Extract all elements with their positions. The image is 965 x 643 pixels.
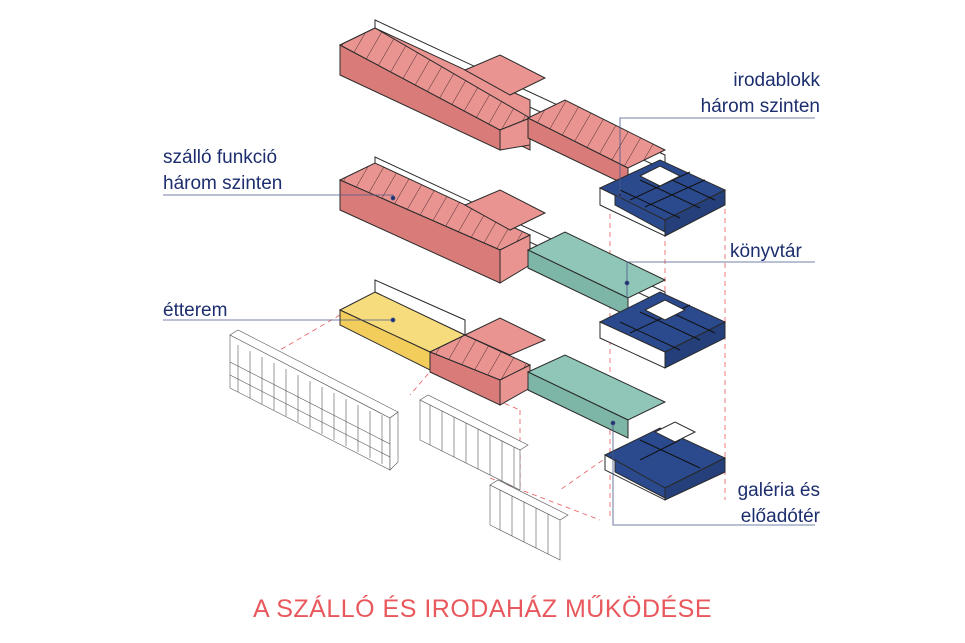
gallery-label: galéria és előadótér xyxy=(737,480,820,527)
diagram-caption: A SZÁLLÓ ÉS IRODAHÁZ MŰKÖDÉSE xyxy=(252,595,713,623)
hotel-function-label: szálló funkció három szinten xyxy=(163,147,283,194)
top-level xyxy=(338,19,727,237)
leader-lines xyxy=(163,117,815,526)
office-block-label: irodablokk három szinten xyxy=(700,70,820,117)
middle-level xyxy=(338,156,727,369)
facade-elevations xyxy=(229,329,569,561)
library-label: könyvtár xyxy=(730,241,802,262)
restaurant-label: étterem xyxy=(163,300,228,321)
bottom-level xyxy=(338,279,727,501)
